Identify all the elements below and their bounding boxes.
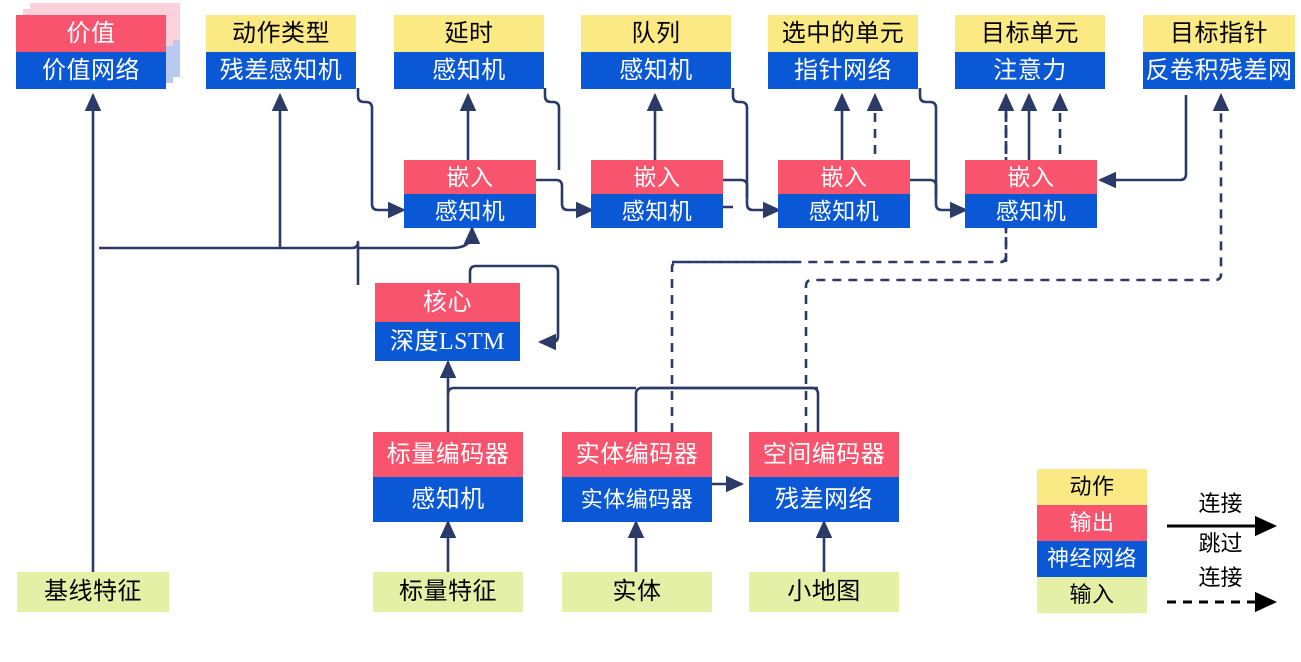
- node-target-point[interactable]: 目标指针 反卷积残差网: [1143, 15, 1295, 89]
- node-target-unit[interactable]: 目标单元 注意力: [955, 15, 1105, 89]
- node-embed-2-bottom: 感知机: [591, 194, 723, 228]
- legend-swatch-action: 动作: [1037, 469, 1147, 505]
- node-delay-top: 延时: [394, 15, 544, 52]
- node-entity-encoder[interactable]: 实体编码器 实体编码器: [562, 432, 712, 522]
- node-spatial-encoder-top: 空间编码器: [749, 432, 899, 477]
- legend-label-skip-connection-line1: 跳过: [1198, 531, 1243, 556]
- node-scalar-encoder[interactable]: 标量编码器 感知机: [373, 432, 523, 522]
- node-spatial-encoder-bottom: 残差网络: [749, 477, 899, 522]
- node-embed-3[interactable]: 嵌入 感知机: [778, 160, 910, 228]
- node-core-bottom: 深度LSTM: [375, 322, 520, 361]
- legend-swatch-output: 输出: [1037, 505, 1147, 541]
- node-embed-3-top: 嵌入: [778, 160, 910, 194]
- node-embed-3-bottom: 感知机: [778, 194, 910, 228]
- node-minimap[interactable]: 小地图: [749, 572, 899, 612]
- node-entity-encoder-bottom: 实体编码器: [562, 477, 712, 522]
- node-value-top: 价值: [16, 15, 166, 52]
- node-target-unit-bottom: 注意力: [955, 52, 1105, 89]
- node-entities[interactable]: 实体: [562, 572, 712, 612]
- node-value-bottom: 价值网络: [16, 52, 166, 89]
- node-delay[interactable]: 延时 感知机: [394, 15, 544, 89]
- node-embed-1[interactable]: 嵌入 感知机: [404, 160, 536, 228]
- node-target-point-bottom: 反卷积残差网: [1143, 52, 1295, 89]
- node-queue-top: 队列: [581, 15, 731, 52]
- node-queue[interactable]: 队列 感知机: [581, 15, 731, 89]
- node-embed-1-bottom: 感知机: [404, 194, 536, 228]
- node-embed-4-top: 嵌入: [965, 160, 1097, 194]
- legend-swatch-input: 输入: [1037, 577, 1147, 613]
- node-baseline-features[interactable]: 基线特征: [17, 572, 169, 612]
- node-selected-units-top: 选中的单元: [768, 15, 918, 52]
- legend-swatch-neural-network: 神经网络: [1037, 541, 1147, 577]
- node-target-unit-top: 目标单元: [955, 15, 1105, 52]
- node-value[interactable]: 价值 价值网络: [16, 15, 166, 89]
- node-action-type-bottom: 残差感知机: [206, 52, 356, 89]
- node-spatial-encoder[interactable]: 空间编码器 残差网络: [749, 432, 899, 522]
- node-target-point-top: 目标指针: [1143, 15, 1295, 52]
- node-entity-encoder-top: 实体编码器: [562, 432, 712, 477]
- legend-label-connection: 连接: [1198, 491, 1243, 516]
- node-core-top: 核心: [375, 283, 520, 322]
- node-scalar-encoder-top: 标量编码器: [373, 432, 523, 477]
- node-embed-4[interactable]: 嵌入 感知机: [965, 160, 1097, 228]
- node-embed-4-bottom: 感知机: [965, 194, 1097, 228]
- node-embed-2-top: 嵌入: [591, 160, 723, 194]
- node-delay-bottom: 感知机: [394, 52, 544, 89]
- node-selected-units[interactable]: 选中的单元 指针网络: [768, 15, 918, 89]
- node-scalar-features[interactable]: 标量特征: [373, 572, 523, 612]
- node-scalar-encoder-bottom: 感知机: [373, 477, 523, 522]
- node-embed-1-top: 嵌入: [404, 160, 536, 194]
- legend-label-skip-connection-line2: 连接: [1198, 565, 1243, 590]
- node-core[interactable]: 核心 深度LSTM: [375, 283, 520, 361]
- node-selected-units-bottom: 指针网络: [768, 52, 918, 89]
- legend-swatches: 动作 输出 神经网络 输入: [1037, 469, 1147, 613]
- node-action-type-top: 动作类型: [206, 15, 356, 52]
- node-embed-2[interactable]: 嵌入 感知机: [591, 160, 723, 228]
- node-queue-bottom: 感知机: [581, 52, 731, 89]
- node-action-type[interactable]: 动作类型 残差感知机: [206, 15, 356, 89]
